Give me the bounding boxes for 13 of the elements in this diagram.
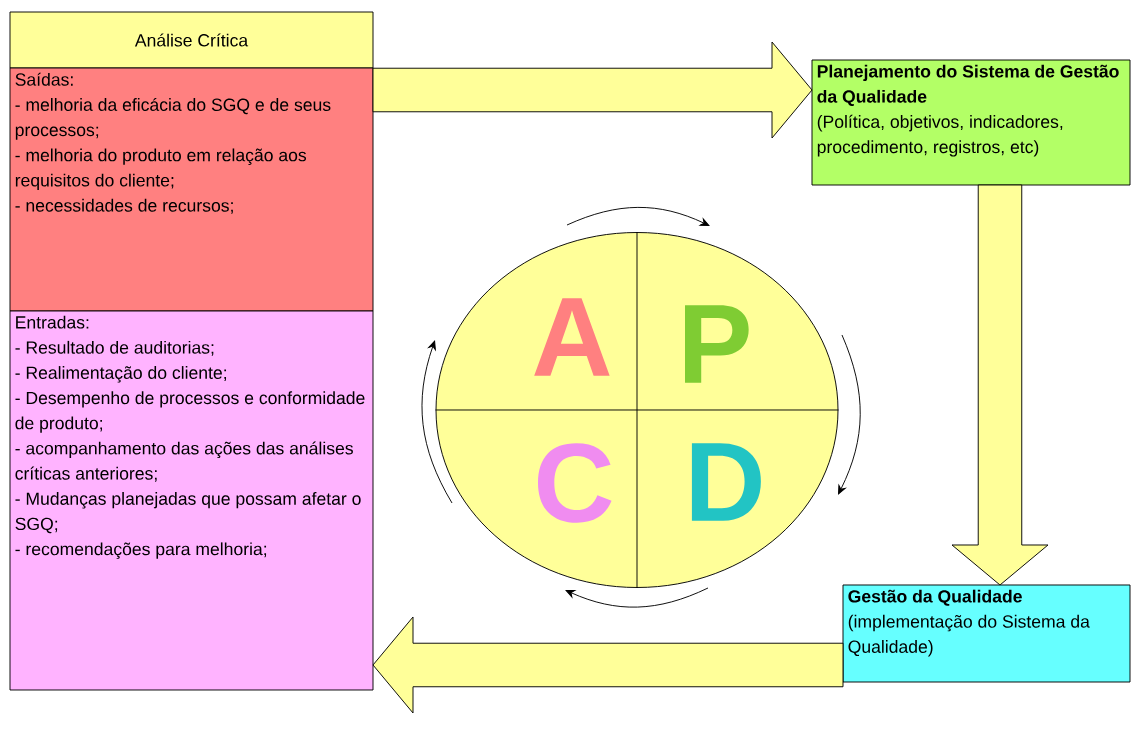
quadrant-letter: A <box>534 298 610 376</box>
block-arrow <box>372 41 813 139</box>
output-box: Saídas: - melhoria da eficácia do SGQ e de seus processos; - melhoria do produto em relação aos requisitos do cliente; - necessidades de recursos; <box>9 67 374 312</box>
process-box: Planejamento do Sistema de Gestão da Qualidade (Política, objetivos, indicadores, procedimento, registros, etc) <box>811 59 1131 186</box>
quadrant-letter: P <box>685 305 749 383</box>
input-box: Entradas: - Resultado de auditorias; - Realimentação do cliente; - Desempenho de processos e conformidade de produto; - acompanhamento das ações das análises críticas anteriores; - Mudanças planejadas que possam afetar o SGQ; - recomendações para melhoria; <box>9 310 374 691</box>
cycle-ellipse <box>435 232 839 588</box>
process-box: Gestão da Qualidade (implementação do Sistema da Qualidade) <box>842 584 1131 683</box>
block-arrow <box>951 184 1049 586</box>
block-arrow <box>372 616 844 714</box>
quadrant-letter: D <box>691 443 761 521</box>
quadrant-letter: C <box>538 443 612 523</box>
header-box: Análise Crítica <box>9 11 374 69</box>
